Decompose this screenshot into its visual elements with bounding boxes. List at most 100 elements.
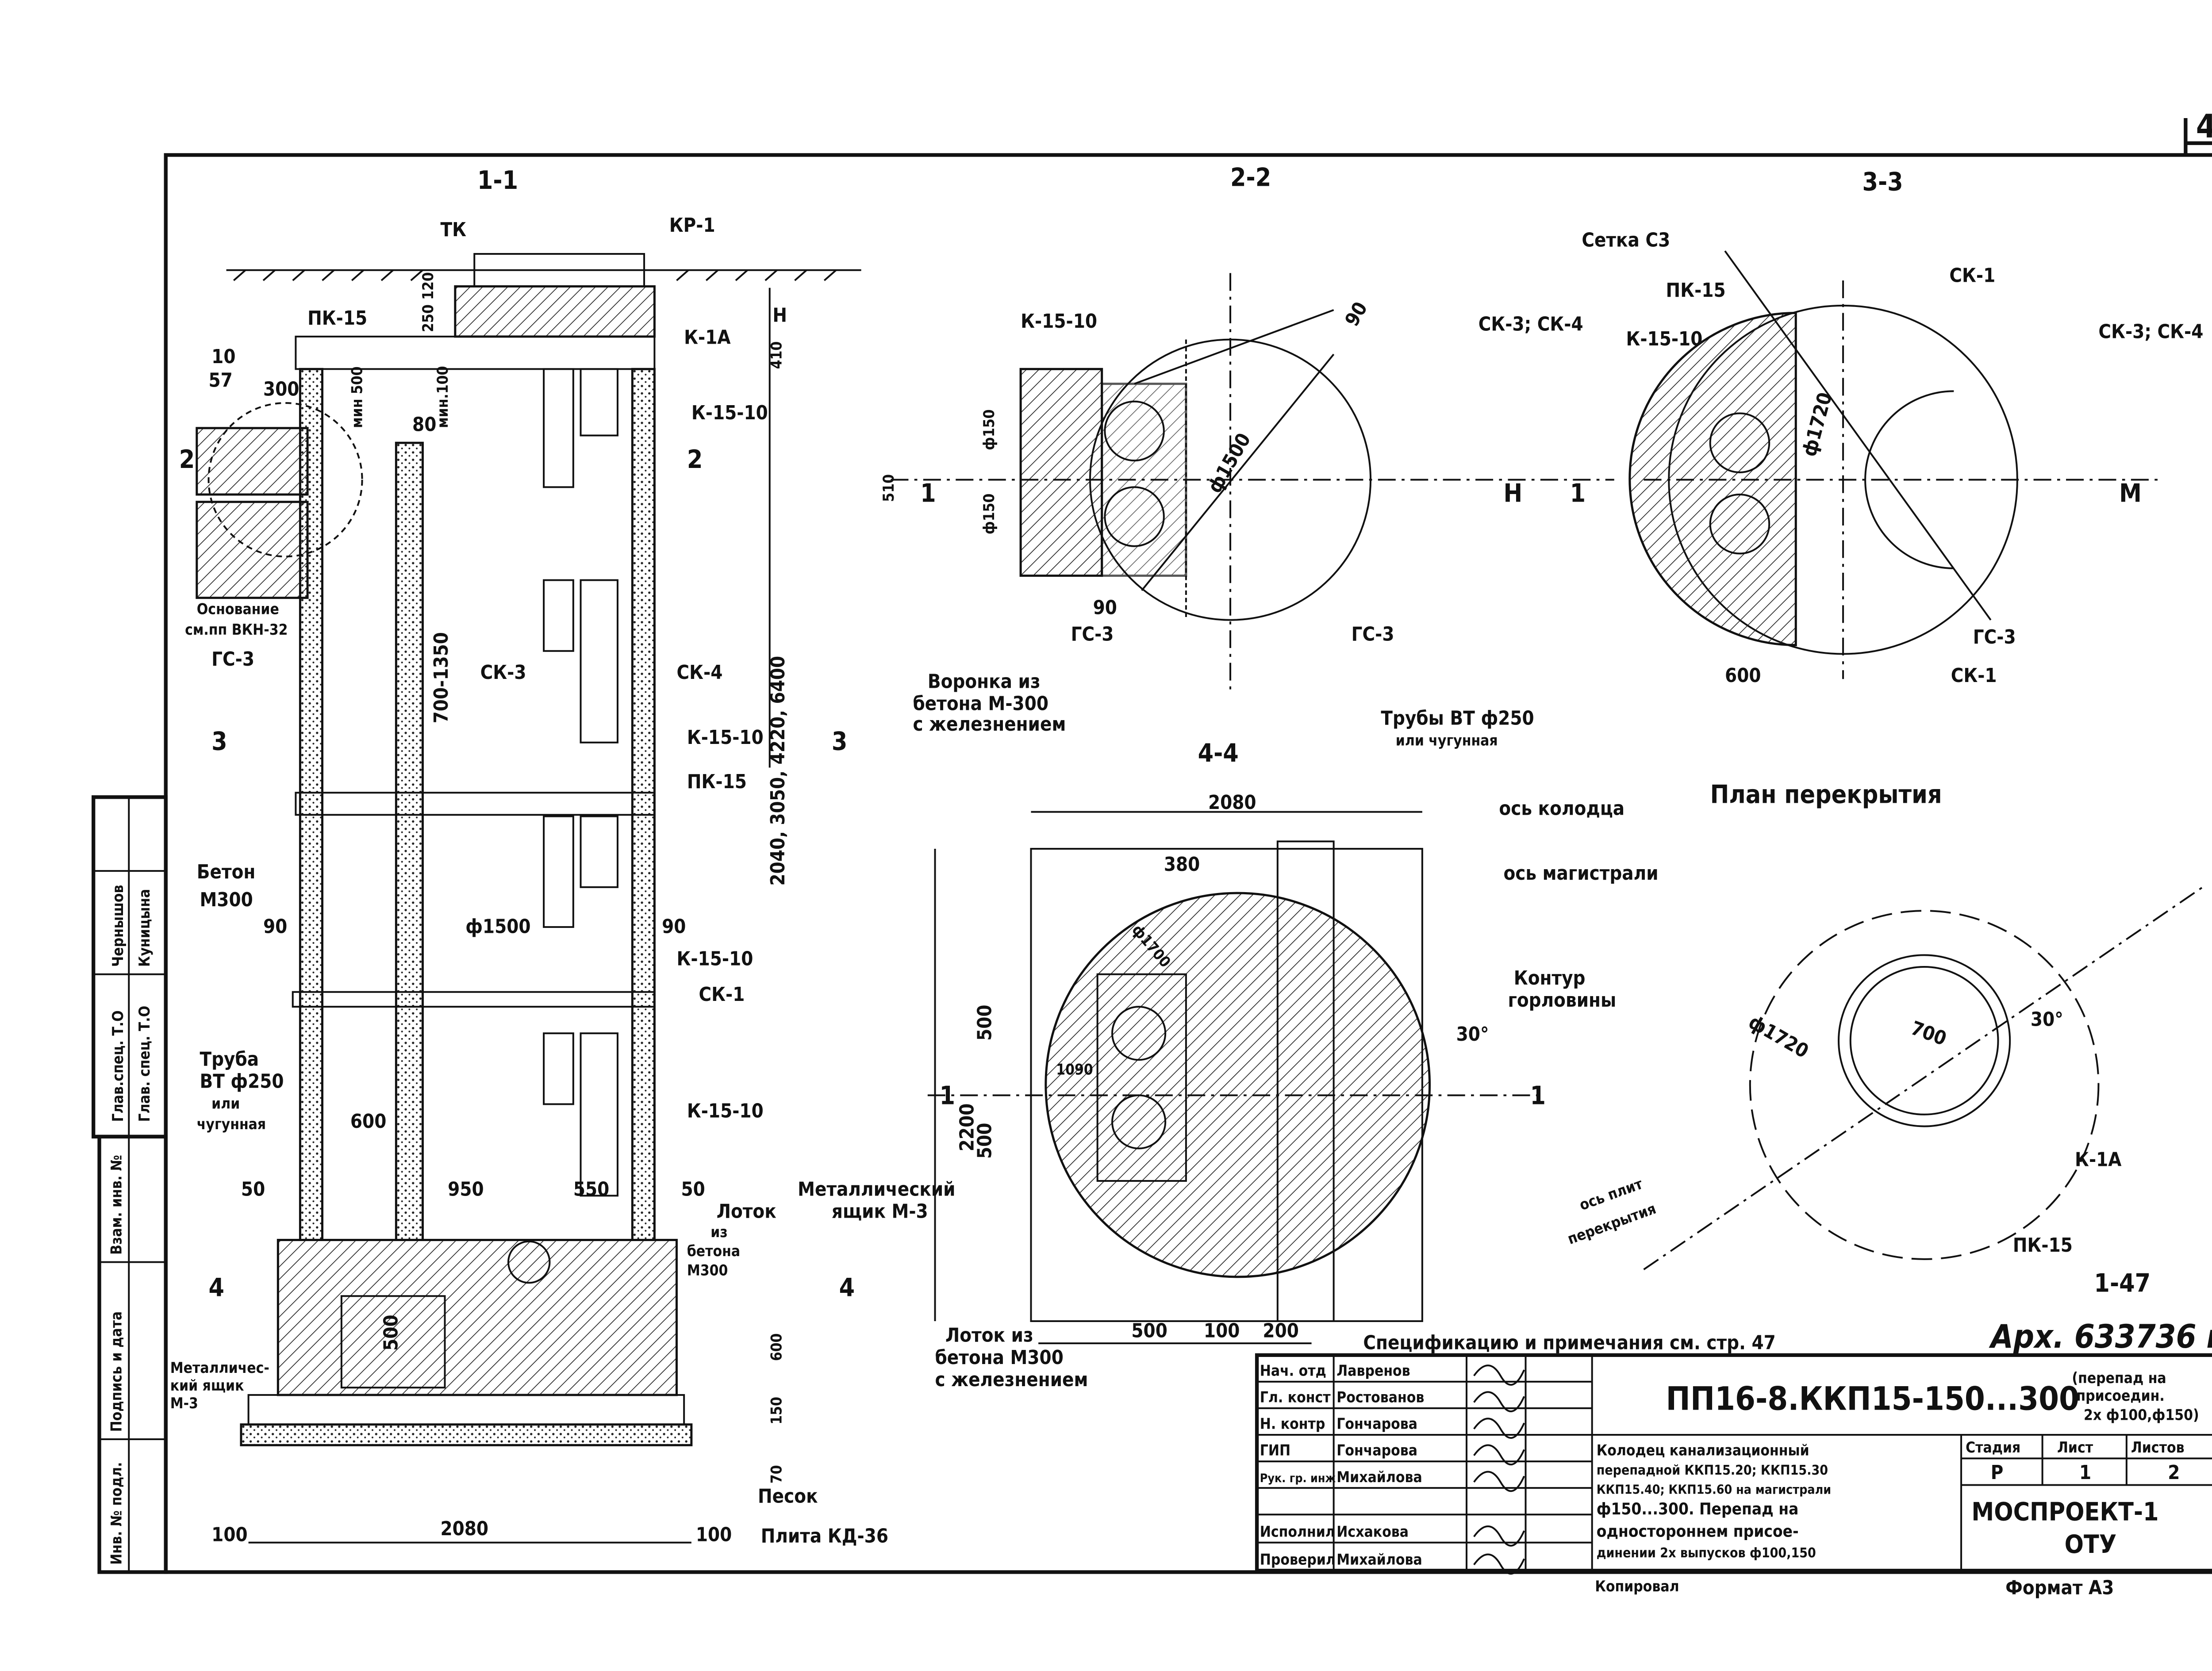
cut-mark-h: Н [1503,479,1522,508]
label-pesok: Песок [758,1486,818,1508]
label-box: М-3 [170,1395,198,1412]
stamp-role-2: Глав. спец. Т.О [136,1006,153,1122]
stamp-name-1: Чернышов [109,885,127,967]
label-lotok: бетона М300 [935,1347,1064,1369]
label-sk4: СК-4 [676,662,722,684]
label-k1a: К-1А [684,327,731,349]
dim-150: 150 [768,1397,785,1425]
section-title-4-4: 4-4 [1198,739,1239,768]
dim-min100: мин.100 [434,366,451,428]
label-osnovanie-ref: см.пп ВКН-32 [185,621,288,638]
section-3-3-labels: Сетка С3 ПК-15 СК-1 К-15-10 СК-3; СК-4 ф… [1582,229,2203,687]
label-metal-box: Металлический [798,1178,955,1200]
dim-550: 550 [573,1178,609,1200]
dim-600: 600 [350,1111,386,1133]
label-lotok: бетона [687,1242,740,1260]
drawing-description: перепадной ККП15.20; ККП15.30 [1597,1463,1828,1478]
label-truba-material: чугунная [197,1115,266,1133]
tb-role: ГИП [1260,1442,1290,1459]
label-kontur: горловины [1508,989,1616,1012]
dim-250-120: 250 120 [419,272,437,332]
tb-copied: Копировал [1595,1578,1679,1595]
dim-90: 90 [1341,298,1372,330]
dim-700-1350: 700-1350 [430,632,453,723]
label-k1510: К-15-10 [691,402,768,424]
stamp-podpis: Подпись и дата [108,1311,125,1432]
label-pk15: ПК-15 [307,307,367,330]
drawing-description: Колодец канализационный [1597,1442,1809,1459]
tb-name: Гончарова [1336,1442,1417,1459]
dim-30deg: 30° [1456,1023,1489,1046]
tb-organization: МОСПРОЕКТ-1 [1971,1498,2158,1527]
dim-2080: 2080 [440,1518,488,1540]
dim-100: 100 [1204,1320,1240,1342]
label-k1510: К-15-10 [1021,310,1097,333]
dim-10: 10 [211,346,235,368]
section-1-1-drawing [196,253,861,1544]
stamp-inv: Инв. № подл. [108,1462,125,1564]
label-pk15: ПК-15 [687,771,747,793]
label-truba: Труба [200,1049,259,1071]
dim-50: 50 [681,1178,705,1200]
dim-30deg: 30° [2031,1009,2063,1031]
label-gs3: ГС-3 [1973,626,2016,648]
label-box: Металличес- [170,1359,269,1376]
dim-phi1720: ф1720 [1745,1011,1813,1063]
note-spec: Спецификацию и примечания см. стр. 47 [1363,1332,1775,1354]
tb-name: Исхакова [1336,1523,1409,1540]
dim-600: 600 [1725,665,1761,687]
label-lotok: из [710,1223,727,1241]
dim-phi150: ф150 [980,409,998,450]
label-lotok: М300 [687,1262,728,1279]
section-2-2-labels: К-15-10 90 СК-3; СК-4 510 ф150 ф150 ф150… [880,298,1586,749]
label-os-magistrali: ось магистрали [1503,862,1658,885]
label-gs3: ГС-3 [1071,623,1114,645]
dim-57: 57 [209,369,233,391]
tb-sheet-header: Лист [2057,1439,2093,1456]
drawing-description: динении 2х выпусков ф100,150 [1597,1545,1816,1561]
dim-heights: 2040, 3050, 4220, 6400 [767,656,789,886]
section-4-4-labels: 2080 ось колодца 380 ось магистрали ф170… [935,792,1659,1391]
tb-sheet: 1 [2079,1462,2091,1484]
label-lotok: Лоток [717,1200,776,1223]
tb-role: Рук. гр. инж [1260,1472,1336,1485]
label-voronka: с железнением [913,713,1066,736]
dim-700: 700 [1908,1017,1949,1050]
label-truba-spec: ВТ ф250 [200,1071,284,1093]
dim-80: 80 [412,414,436,436]
label-pk15: ПК-15 [1666,280,1726,302]
label-setka: Сетка С3 [1582,229,1670,251]
label-truba-or: или [211,1095,240,1112]
label-box: кий ящик [170,1377,244,1394]
dim-90: 90 [1093,597,1117,619]
tb-sheets: 2 [2168,1462,2180,1484]
label-beton-grade: М300 [200,889,253,911]
tb-role: Исполнил [1260,1523,1335,1540]
section-1-1-labels: ТК КР-1 ПК-15 К-1А Н 410 250 120 10 57 3… [170,215,956,1548]
label-k1510: К-15-10 [687,727,764,749]
tb-role: Проверил [1260,1551,1336,1568]
label-gs3: ГС-3 [211,648,254,671]
label-lotok: Лоток из [945,1325,1033,1347]
label-kr1: КР-1 [669,215,715,237]
cut-mark-1: 1 [940,1081,956,1110]
dim-300: 300 [263,378,299,400]
dim-90: 90 [662,916,686,938]
dim-510: 510 [880,474,897,502]
drawing-code-note: (перепад на [2072,1369,2166,1387]
dim-500: 500 [1131,1320,1167,1342]
label-sk1: СК-1 [1949,264,1995,287]
dim-100: 100 [211,1524,247,1546]
label-tk: ТК [440,219,466,241]
label-kontur: Контур [1514,967,1586,989]
dim-phi150: ф150 [980,494,998,534]
label-lotok: с железнением [935,1369,1088,1391]
label-osnovanie: Основание [197,600,279,617]
label-k1a: К-1А [2075,1149,2122,1171]
cut-mark-4: 4 [839,1273,855,1302]
label-gs3: ГС-3 [1352,623,1394,645]
tb-name: Михайлова [1336,1468,1422,1486]
label-metal-box: ящик М-3 [832,1200,928,1223]
dim-50: 50 [241,1178,265,1200]
